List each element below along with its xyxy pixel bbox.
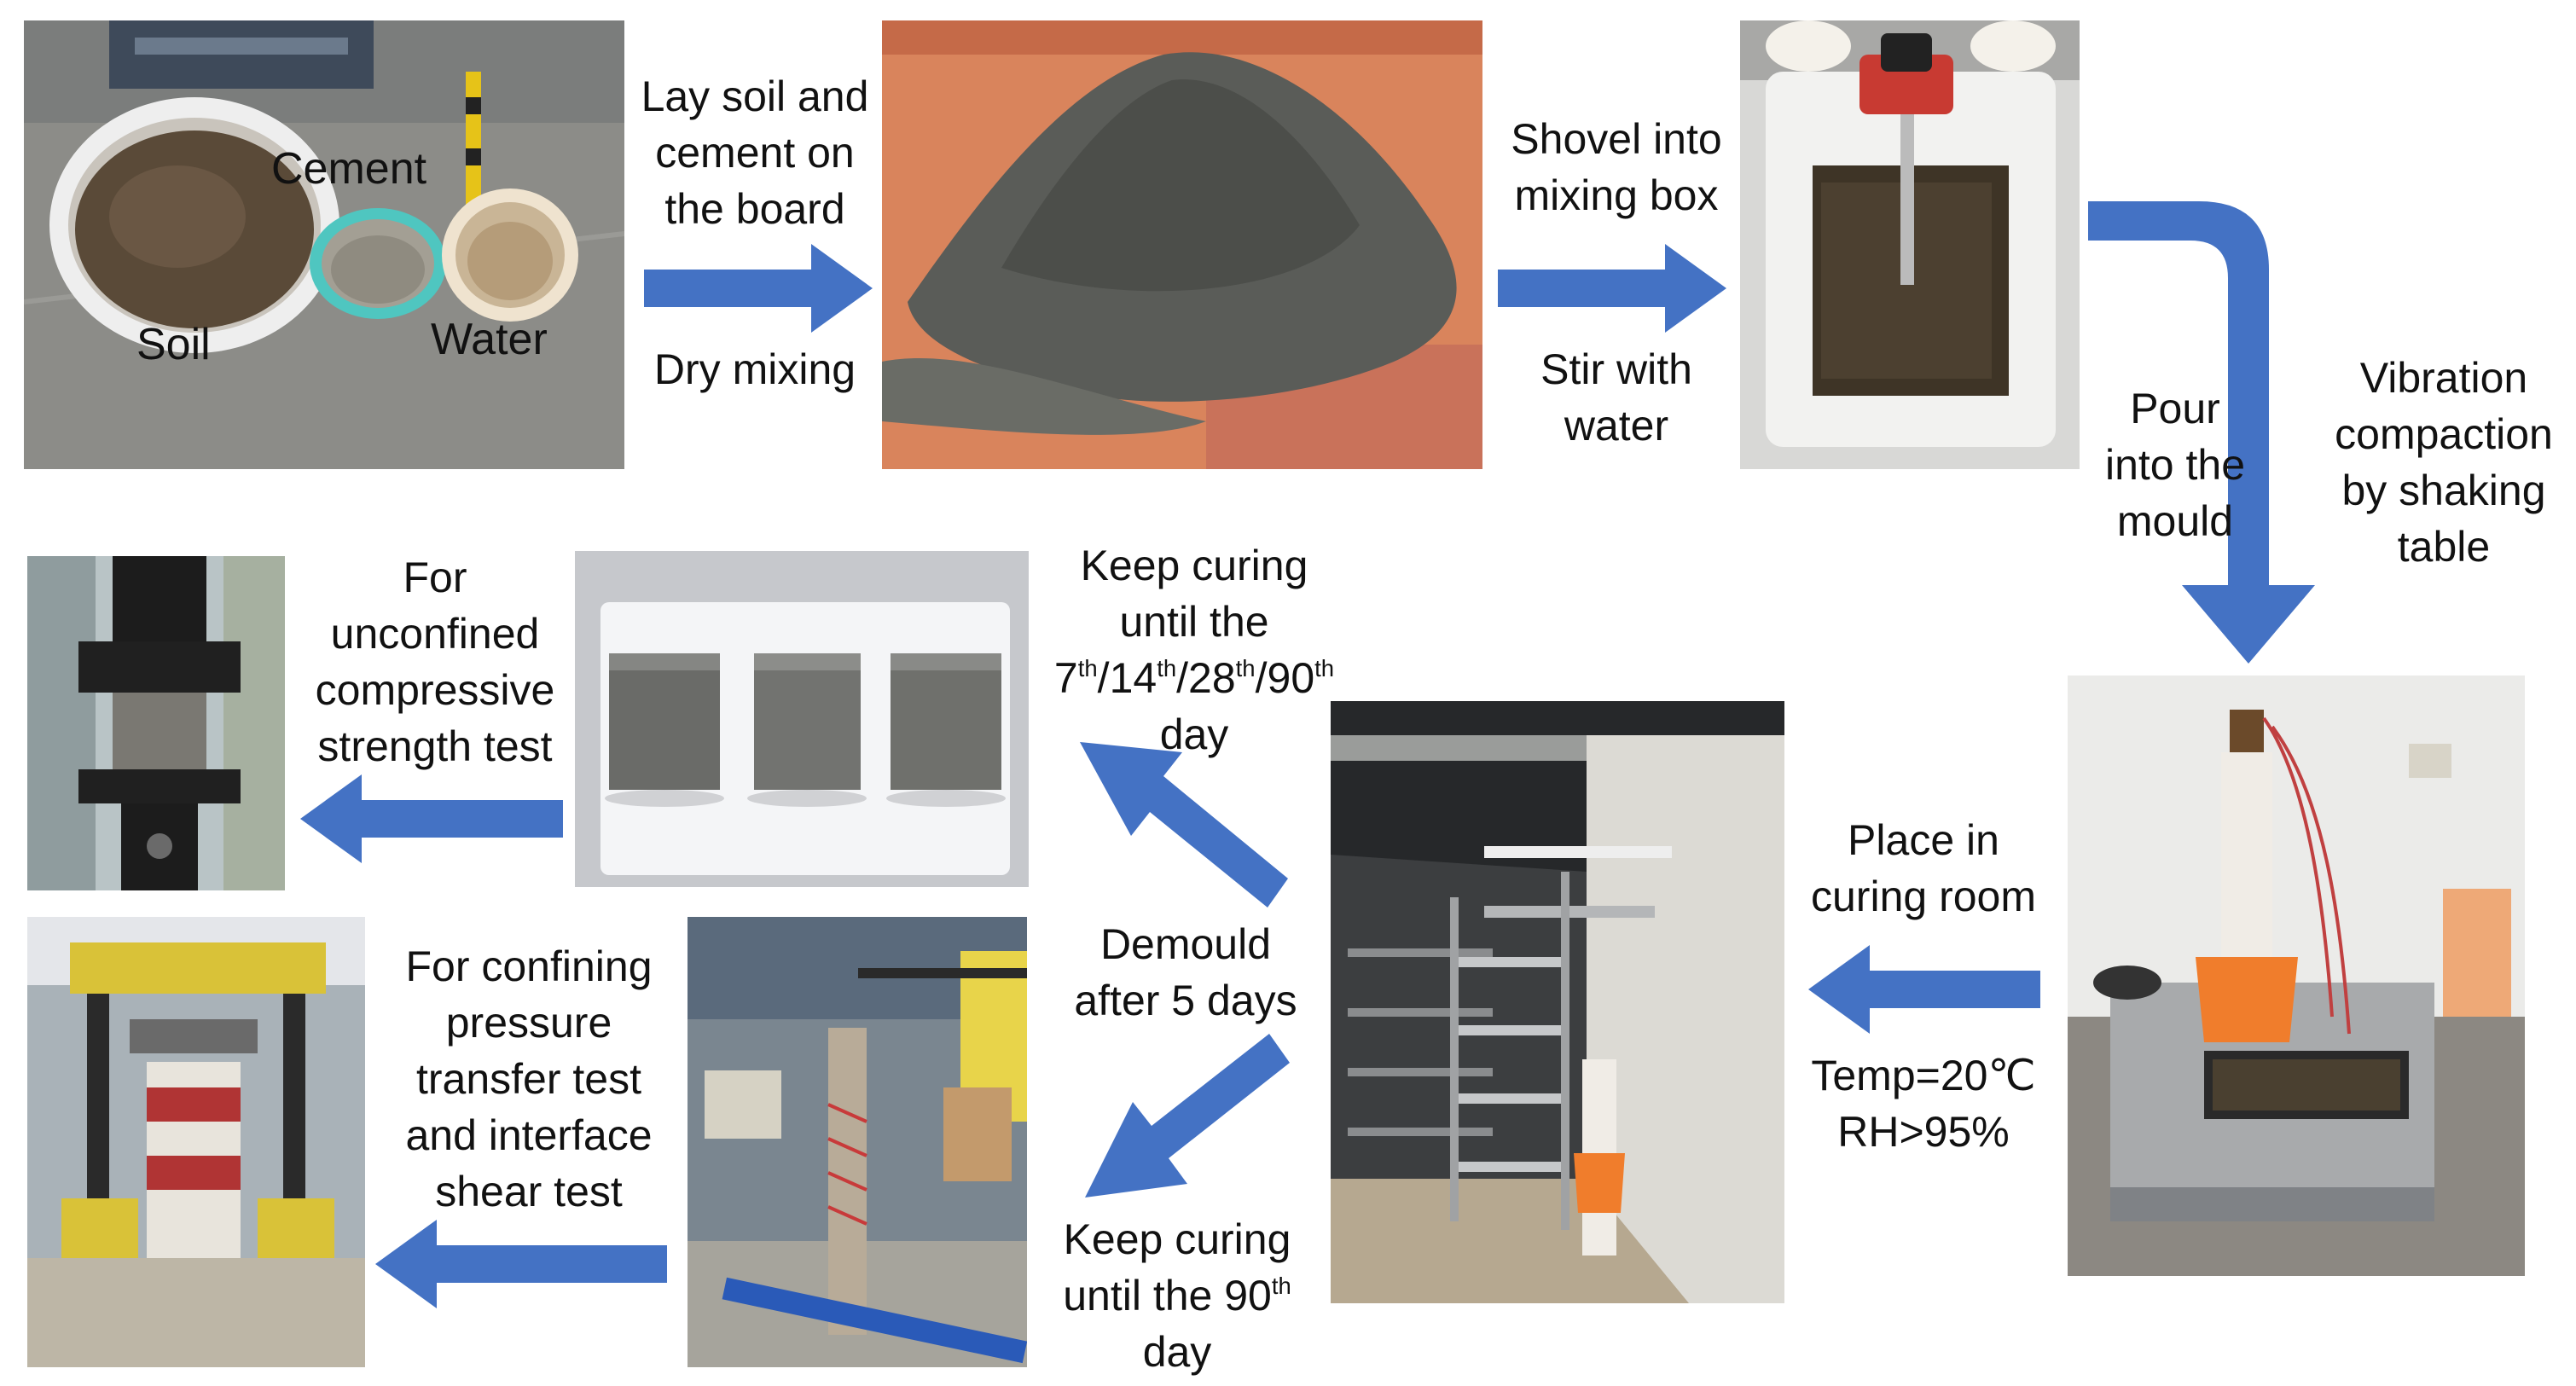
- step-place: Place in curing room: [1811, 816, 2036, 920]
- step-keep-curing-multi: Keep curing until the 7th/14th/28th/90th…: [998, 537, 1390, 763]
- step-confining: For confining pressure transfer test and…: [405, 942, 653, 1215]
- photo-curing-room: [1331, 701, 1784, 1303]
- label-cement: Cement: [271, 144, 427, 194]
- arrow-right-icon: [1498, 244, 1726, 333]
- step-pour: Pour into the mould: [2104, 385, 2245, 545]
- photo-materials: [24, 20, 624, 469]
- label-soil: Soil: [136, 320, 211, 369]
- arrow-left-icon: [1808, 945, 2040, 1034]
- keep-a-days: 7th/14th/28th/90th: [1053, 654, 1335, 702]
- step-keep-curing-90: Keep curing until the 90th day: [1032, 1211, 1322, 1380]
- keep-a-line2: until the: [1119, 598, 1269, 646]
- keep-a-line4: day: [1159, 710, 1229, 758]
- step-stir: Stir with water: [1540, 345, 1692, 449]
- arrow-left-icon: [375, 1220, 667, 1308]
- keep-b-line3: day: [1142, 1328, 1212, 1376]
- keep-b-line2: until the 90th: [1063, 1272, 1291, 1319]
- photo-specimen-cubes: [575, 551, 1029, 887]
- photo-column-specimen: [688, 917, 1027, 1367]
- keep-a-line1: Keep curing: [1080, 542, 1308, 589]
- arrow-diagonal-icon: [1085, 1034, 1290, 1198]
- step-dry-mixing: Dry mixing: [653, 345, 856, 393]
- photo-shaking-table: [2068, 676, 2525, 1276]
- photo-mixing-box: [1740, 20, 2080, 469]
- arrow-left-icon: [300, 774, 563, 863]
- arrow-diagonal-icon: [1080, 742, 1288, 908]
- step-demould: Demould after 5 days: [1074, 920, 1297, 1024]
- step-temp: Temp=20℃ RH>95%: [1811, 1052, 2036, 1156]
- keep-b-line1: Keep curing: [1063, 1215, 1291, 1263]
- step-vibration: Vibration compaction by shaking table: [2335, 354, 2553, 571]
- step-shovel: Shovel into mixing box: [1511, 115, 1722, 219]
- step-lay-soil: Lay soil and cement on the board: [641, 72, 869, 233]
- label-water: Water: [431, 315, 548, 364]
- arrow-right-icon: [644, 244, 873, 333]
- photo-dry-mixing: [882, 20, 1482, 469]
- photo-ucs-test: [27, 556, 285, 890]
- step-ucs: For unconfined compressive strength test: [315, 554, 555, 770]
- arrow-down-icon: [2088, 201, 2335, 664]
- photo-loading-frame: [27, 917, 365, 1367]
